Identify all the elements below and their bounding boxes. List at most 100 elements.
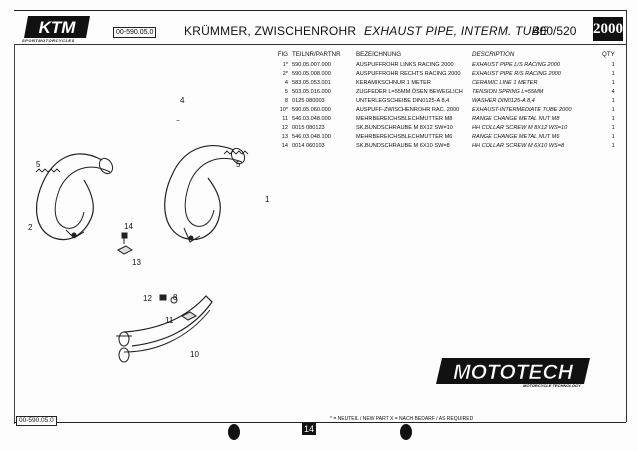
row-qty: 1 bbox=[611, 143, 615, 150]
callout-13: 13 bbox=[132, 258, 141, 267]
page-title-german: KRÜMMER, ZWISCHENROHR bbox=[184, 24, 357, 38]
row-description-en: EXHAUST PIPE R/S RACING 2000 bbox=[472, 70, 561, 77]
model-label: 400/520 bbox=[533, 24, 577, 38]
metal-nut-m6 bbox=[117, 245, 133, 255]
footer-part-reference: 00-590.05.0 bbox=[16, 416, 57, 426]
part-reference: 00-590.05.0 bbox=[113, 27, 157, 38]
row-partnr: 546.03.048.000 bbox=[292, 116, 331, 123]
callout-8: 8 bbox=[173, 293, 178, 302]
row-description-de: AUSPUFF-ZWISCHENROHR RAC. 2000 bbox=[356, 107, 460, 114]
row-qty: 1 bbox=[611, 70, 615, 77]
bottom-border bbox=[14, 422, 626, 423]
row-qty: 1 bbox=[611, 116, 615, 123]
header-divider bbox=[14, 44, 626, 45]
exhaust-pipe-left bbox=[36, 153, 114, 241]
row-description-en: HH COLLAR SCREW M 6X10 WS=8 bbox=[472, 143, 565, 150]
row-description-en: CERAMIC LINE 1 METER bbox=[472, 79, 538, 86]
row-qty: 1 bbox=[611, 79, 615, 86]
row-description-en: HH COLLAR SCREW M 8X12 WS=10 bbox=[472, 125, 568, 132]
tension-spring-left bbox=[35, 168, 61, 173]
mototech-tagline: MOTORCYCLE TECHNOLOGY bbox=[523, 383, 581, 388]
tension-spring-right bbox=[223, 150, 249, 155]
callout-11: 11 bbox=[165, 316, 174, 325]
left-border bbox=[14, 44, 15, 424]
ktm-logo: KTM bbox=[24, 16, 90, 38]
row-description-de: MEHRBEREICHSBLECHMUTTER M8 bbox=[356, 116, 453, 123]
row-description-en: RANGE CHANGE METAL NUT M8 bbox=[472, 116, 560, 123]
row-description-en: EXHAUST-INTERMEDIATE TUBE 2000 bbox=[472, 107, 572, 114]
row-partnr: 0014 060103 bbox=[292, 143, 325, 150]
header-qty: QTY bbox=[602, 51, 615, 58]
ktm-logo-text: KTM bbox=[39, 18, 77, 37]
header-description-en: DESCRIPTION bbox=[472, 51, 515, 58]
mototech-logo: MOTOTECH bbox=[436, 358, 590, 384]
page-title-english: EXHAUST PIPE, INTERM. TUBE bbox=[364, 24, 548, 38]
row-fig: 14 bbox=[281, 143, 288, 150]
row-description-de: AUSPUFFROHR LINKS RACING 2000 bbox=[356, 61, 454, 68]
callout-14: 14 bbox=[124, 222, 133, 231]
header-partnr: TEILNR/PARTNR bbox=[292, 51, 341, 58]
exhaust-pipe-right bbox=[164, 145, 246, 243]
footer-legend: * = NEUTEIL / NEW PART X = NACH BEDARF /… bbox=[330, 416, 474, 422]
row-description-en: WASHER DIN0125-A 8,4 bbox=[472, 97, 535, 104]
collar-screw-m8 bbox=[159, 294, 167, 301]
intermediate-tube bbox=[116, 295, 213, 363]
right-border bbox=[626, 10, 627, 422]
row-fig: 4 bbox=[284, 79, 288, 86]
exploded-diagram bbox=[35, 120, 249, 363]
row-description-de: ZUGFEDER L=55MM ÖSEN BEWEGLICH bbox=[356, 88, 463, 95]
row-qty: 4 bbox=[611, 88, 615, 95]
row-fig: 12 bbox=[281, 125, 288, 132]
row-fig: 13 bbox=[281, 134, 288, 141]
row-description-de: KERAMIKSCHNUR 1 METER bbox=[356, 79, 431, 86]
callout-5-left: 5 bbox=[36, 160, 41, 169]
row-fig: 2* bbox=[282, 70, 288, 77]
row-partnr: 0015 080123 bbox=[292, 125, 325, 132]
callout-4: 4 bbox=[180, 96, 185, 105]
mototech-logo-text: MOTOTECH bbox=[453, 361, 574, 384]
table-header-row: FIG TEILNR/PARTNR BEZEICHNUNG DESCRIPTIO… bbox=[270, 51, 617, 60]
row-qty: 1 bbox=[611, 97, 615, 104]
header-fig: FIG bbox=[277, 51, 288, 58]
callout-12: 12 bbox=[143, 294, 152, 303]
header-description-de: BEZEICHNUNG bbox=[356, 51, 402, 58]
collar-screw-m6 bbox=[121, 232, 128, 244]
row-partnr: 590.05.060.000 bbox=[292, 107, 331, 114]
page-number: 14 bbox=[302, 423, 316, 435]
table-row: 5 503.05.016.000 ZUGFEDER L=55MM ÖSEN BEWE… bbox=[270, 87, 617, 96]
metal-nut-m8 bbox=[181, 311, 197, 321]
row-description-en: RANGE CHANGE METAL NUT M6 bbox=[472, 134, 560, 141]
row-qty: 1 bbox=[611, 61, 615, 68]
row-partnr: 546.03.048.100 bbox=[292, 134, 331, 141]
row-description-de: UNTERLEGSCHEIBE DIN0125-A 8,4 bbox=[356, 97, 450, 104]
callout-5-right: 5 bbox=[236, 160, 241, 169]
row-description-en: EXHAUST PIPE L/S RACING 2000 bbox=[472, 61, 560, 68]
table-row: 1* 590.05.007.000 AUSPUFFROHR LINKS RACING… bbox=[270, 60, 617, 69]
row-fig: 1* bbox=[282, 61, 288, 68]
callout-2: 2 bbox=[28, 223, 33, 232]
row-partnr: 590.05.007.000 bbox=[292, 61, 331, 68]
callout-10: 10 bbox=[190, 350, 199, 359]
row-fig: 8 bbox=[284, 97, 288, 104]
table-row: 13 546.03.048.100 MEHRBEREICHSBLECHMUTTER … bbox=[270, 133, 617, 142]
row-fig: 5 bbox=[284, 88, 288, 95]
row-partnr: 590.05.008.000 bbox=[292, 70, 331, 77]
binder-hole-right bbox=[400, 424, 412, 440]
binder-hole-left bbox=[228, 424, 240, 440]
row-qty: 1 bbox=[611, 125, 615, 132]
row-partnr: 503.05.016.000 bbox=[292, 88, 331, 95]
washer-m8 bbox=[170, 296, 178, 304]
top-border bbox=[14, 10, 626, 11]
callout-1: 1 bbox=[265, 195, 270, 204]
ktm-tagline: SPORTMOTORCYCLES bbox=[22, 38, 75, 43]
row-qty: 1 bbox=[611, 134, 615, 141]
row-description-de: MEHRBEREICHSBLECHMUTTER M6 bbox=[356, 134, 453, 141]
